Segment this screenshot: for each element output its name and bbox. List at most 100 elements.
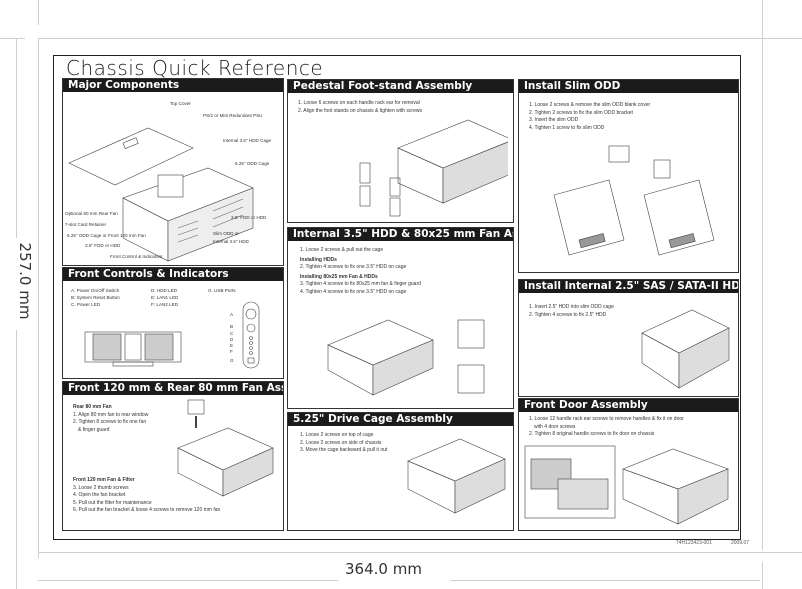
reference-sheet [53,55,741,540]
guide-line [16,38,17,238]
step: 1. Insert 2.5" HDD into slim ODD cage [529,304,614,310]
step: 6. Pull out the fan bracket & loose 4 sc… [73,507,221,513]
control-item: E: LAN1 LED [151,295,179,300]
section-fan-assembly: Front 120 mm & Rear 80 mm Fan Assembly R… [62,381,284,531]
step: 3. Insert the slim ODD [529,117,579,123]
guide-line [0,38,25,39]
section-front-controls: Front Controls & Indicators A. Power On/… [62,267,284,379]
step: 3. Loose 2 thumb screws [73,484,129,491]
step: 1. Align 80 mm fan to rear window [73,411,149,418]
control-item: F: LAN2 LED [151,302,179,307]
section-title: 5.25" Drive Cage Assembly [288,413,513,426]
step: 2. Tighten 4 screws to fix 2.5" HDD [529,311,607,318]
front-door-steps: 1. Loose 12 handle rack ear screws to re… [529,416,739,439]
letter-b: B [230,324,234,329]
rear-fan-steps: Rear 80 mm Fan 1. Align 80 mm fan to rea… [73,402,173,434]
guide-line [762,0,763,550]
step: 1. Loose 2 screws & pull out the cage [300,247,384,253]
letter-c: C [230,331,234,336]
height-dimension: 257.0 mm [16,242,34,320]
section-pedestal: Pedestal Foot-stand Assembly 1. Loose 6 … [287,79,514,223]
section-title: Major Components [63,79,283,92]
letter-a: A [230,312,234,317]
step: 5. Pull out the filter for maintenance [73,499,152,506]
label-hdd-cage: Internal 3.5" HDD Cage [223,138,272,143]
label-internal-25-hdd: Internal 2.5" HDD [213,239,249,244]
slim-odd-illustration [553,145,715,256]
doc-date: 2009.07 [731,540,750,546]
sas-hdd-illustration [641,309,730,389]
step: 4. Open the fan bracket [73,492,126,498]
step: 3. Tighten 4 screws to fix 80x25 mm fan … [300,281,421,287]
hdd-cage-illustration [327,319,485,396]
guide-line [762,562,763,589]
label-front-control: Front Control & Indicators [110,254,163,259]
subheading: Installing 80x25 mm Fan & HDDs [300,273,378,280]
slim-odd-steps: 1. Loose 2 screws & remove the slim ODD … [529,102,734,132]
section-title: Pedestal Foot-stand Assembly [288,80,513,93]
pedestal-steps: 1. Loose 6 screws on each handle rack ea… [298,100,508,115]
step: 2. Tighten 8 original handle screws to f… [529,431,655,437]
step: 1. Loose 2 screws on top of cage [300,432,374,438]
guide-line [38,552,802,553]
label-rear-fan: Optional 80 mm Rear Fan [65,211,118,216]
control-item: G. USB Ports [208,288,236,293]
step: 2. Loose 2 screws on side of chassis [300,439,382,446]
label-fdd-hdd-right: 3.5" FDD or HDD [231,215,267,220]
step: 2. Tighten 8 screws to fix one fan [73,419,147,425]
step: 2. Tighten 2 screws to fix the slim ODD … [529,109,633,116]
section-title: Front 120 mm & Rear 80 mm Fan Assembly [63,382,283,395]
guide-line [38,38,802,39]
section-title: Install Slim ODD [519,80,738,93]
width-dimension: 364.0 mm [345,560,422,578]
guide-line [38,580,338,581]
section-major-components: Major Components Top Cover PS/2 or Mini … [62,78,284,266]
section-drive-cage: 5.25" Drive Cage Assembly 1. Loose 2 scr… [287,412,514,531]
label-odd-cage-or-fan: 5.25" ODD Cage or Front 120 mm Fan [67,233,146,238]
label-card-retainer: 7-slot Card Retainer [65,222,107,227]
subheading: Installing HDDs [300,256,337,263]
front-panel-illustration [84,331,182,367]
doc-number: 74H123423-001 [676,540,712,546]
control-item: A. Power On/Off Switch [71,288,120,293]
section-slim-odd: Install Slim ODD 1. Loose 2 screws & rem… [518,79,739,273]
subheading: Rear 80 mm Fan [73,404,112,410]
step: 4. Tighten 1 screw to fix slim ODD [529,124,605,131]
subheading: Front 120 mm Fan & Filter [73,477,135,483]
step: 3. Move the cage backward & pull it out [300,447,388,453]
section-title: Install Internal 2.5" SAS / SATA-II HDD [519,280,738,293]
step: 1. Loose 12 handle rack ear screws to re… [529,416,684,422]
section-title: Internal 3.5" HDD & 80x25 mm Fan Assembl… [288,228,513,241]
label-top-cover: Top Cover [170,101,191,106]
section-title: Front Controls & Indicators [63,268,283,281]
section-title: Front Door Assembly [519,399,738,412]
guide-line [38,0,39,25]
section-front-door: Front Door Assembly 1. Loose 12 handle r… [518,398,739,531]
label-odd-cage: 5.25" ODD Cage [235,161,270,166]
step: & finger guard [78,426,110,433]
step: 4. Tighten 4 screws to fix one 3.5" HDD … [300,288,407,295]
control-item: D. HDD LED [151,288,178,293]
control-item: C. Power LED [71,302,101,307]
step: 1. Loose 2 screws & remove the slim ODD … [529,102,651,108]
letter-g: G [230,358,234,363]
page-title: Chassis Quick Reference [66,56,324,80]
letter-f: F [230,349,233,354]
control-item: B: System Reset Button [71,295,120,300]
chassis-exploded-illustration [68,127,254,262]
label-slim-odd: Slim ODD or [213,231,239,236]
step: with 4 door screws [534,423,576,430]
step: 2. Align the foot stands on chassis & ti… [298,107,422,114]
guide-line [450,580,760,581]
step: 2. Tighten 4 screws to fix one 3.5" HDD … [300,264,407,270]
guide-line [38,38,39,558]
section-sas-hdd: Install Internal 2.5" SAS / SATA-II HDD … [518,279,739,397]
step: 1. Loose 6 screws on each handle rack ea… [298,100,420,106]
sas-steps: 1. Insert 2.5" HDD into slim ODD cage 2.… [529,304,639,319]
pedestal-illustration [359,119,508,217]
guide-line [16,330,17,589]
letter-d: D [230,337,234,342]
label-fdd-hdd-left: 3.5" FDD or HDD [85,243,121,248]
letter-e: E [230,343,234,348]
section-internal-hdd: Internal 3.5" HDD & 80x25 mm Fan Assembl… [287,227,514,409]
